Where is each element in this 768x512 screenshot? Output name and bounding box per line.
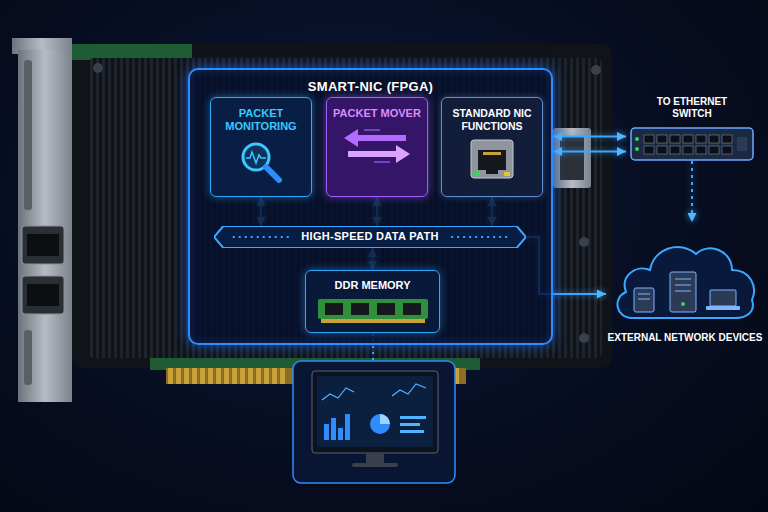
- mover-arrows-icon: [340, 126, 414, 166]
- function-box: PACKET MOVER: [326, 97, 428, 197]
- box-title: STANDARD NIC FUNCTIONS: [448, 107, 536, 132]
- switch-node: TO ETHERNET SWITCH: [626, 96, 758, 161]
- fpga-panel: SMART-NIC (FPGA) PACKET MONITORING PACKET…: [188, 68, 553, 345]
- box-title: PACKET MONITORING: [217, 107, 305, 133]
- panel-title: SMART-NIC (FPGA): [190, 70, 551, 95]
- cloud-devices-icon: [610, 222, 760, 326]
- cloud-node: EXTERNAL NETWORK DEVICES: [606, 222, 764, 344]
- box-title: DDR MEMORY: [335, 279, 411, 292]
- ethernet-switch-icon: [630, 127, 754, 161]
- ethernet-port-icon: [469, 138, 515, 180]
- function-box: STANDARD NIC FUNCTIONS: [441, 97, 543, 197]
- data-path-bar: HIGH-SPEED DATA PATH: [214, 226, 526, 248]
- card-body: [72, 44, 612, 384]
- pcie-bracket: [12, 38, 72, 402]
- connector: [553, 136, 626, 138]
- box-title: PACKET MOVER: [333, 107, 421, 120]
- magnifier-icon: [238, 139, 284, 185]
- ram-module-icon: [317, 298, 429, 324]
- function-box: PACKET MONITORING: [210, 97, 312, 197]
- connector: [553, 151, 626, 153]
- memory-box: DDR MEMORY: [305, 270, 440, 333]
- bar-label: HIGH-SPEED DATA PATH: [301, 230, 438, 243]
- connector: [691, 161, 693, 222]
- node-heading: EXTERNAL NETWORK DEVICES: [608, 332, 763, 344]
- node-heading: TO ETHERNET SWITCH: [644, 96, 740, 120]
- dashboard-monitor: [293, 361, 455, 483]
